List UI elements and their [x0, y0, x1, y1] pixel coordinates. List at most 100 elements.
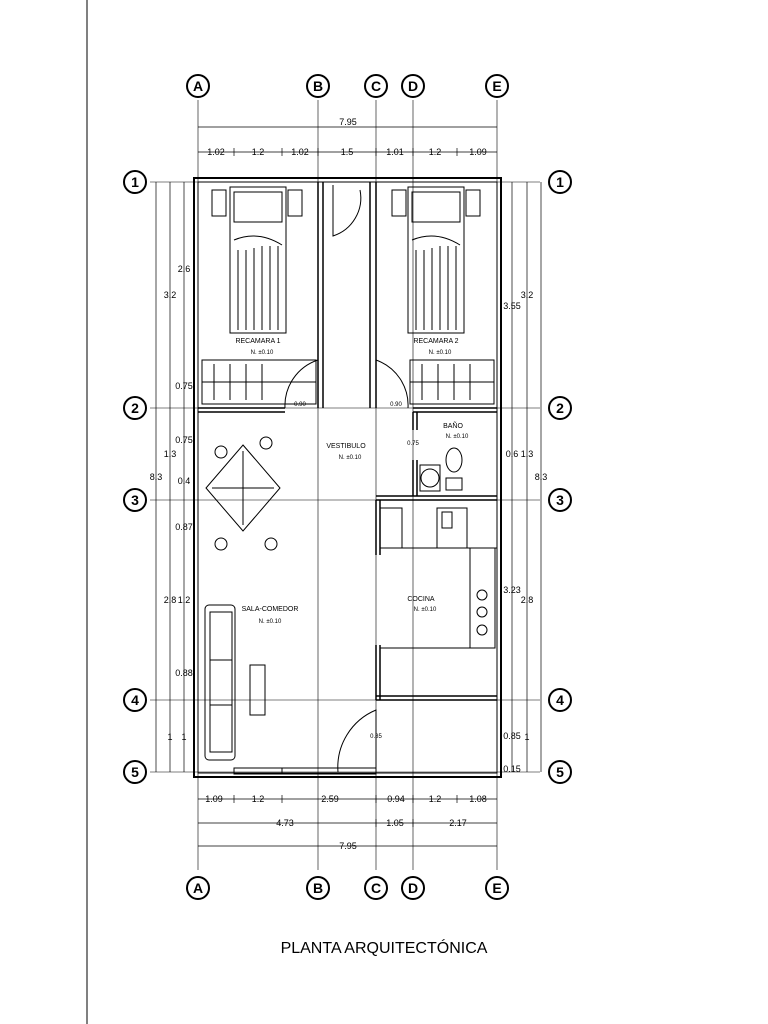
- room-label-vestibulo: VESTIBULO: [326, 443, 366, 450]
- door-label: 0.75: [407, 441, 419, 447]
- level-recamara-1: N. ±0.10: [251, 350, 274, 356]
- axis-label: 5: [556, 764, 564, 780]
- room-label-cocina: COCINA: [407, 596, 435, 603]
- axis-bubbles-bottom: A B C D E: [186, 876, 509, 900]
- dimension-lines-top: [198, 126, 497, 156]
- dim-top-seg: 1.02: [291, 147, 309, 157]
- axis-label: 5: [131, 764, 139, 780]
- dim-top-seg: 1.5: [341, 147, 354, 157]
- door-label: 0.90: [294, 402, 306, 408]
- bathroom-fixtures: [419, 447, 463, 492]
- dim-right-inner: 0.85: [503, 731, 521, 741]
- dim-bottom-seg: 1.09: [205, 794, 223, 804]
- axis-label: C: [371, 78, 381, 94]
- dim-top-seg: 1.01: [386, 147, 404, 157]
- axis-bubble-c-bottom: C: [364, 876, 388, 900]
- dim-bottom-seg: 1.08: [469, 794, 487, 804]
- room-label-bano: BAÑO: [443, 421, 463, 430]
- dim-left-inner: 0.87: [175, 522, 193, 532]
- dim-bottom-seg: 2.59: [321, 794, 339, 804]
- dim-left-inner: 0.75: [175, 381, 193, 391]
- axis-bubble-e-top: E: [485, 74, 509, 98]
- doors: [284, 185, 409, 773]
- axis-bubble-3-left: 3: [123, 488, 147, 512]
- door-entrance: [337, 709, 377, 773]
- axis-bubbles-top: A B C D E: [186, 74, 509, 98]
- axis-bubble-c-top: C: [364, 74, 388, 98]
- dim-left-inner: 0.88: [175, 668, 193, 678]
- level-vestibulo: N. ±0.10: [339, 455, 362, 461]
- level-sala-comedor: N. ±0.10: [259, 619, 282, 625]
- level-recamara-2: N. ±0.10: [429, 350, 452, 356]
- dimension-lines-right: [511, 182, 542, 772]
- dim-right-mid: 1.3: [521, 449, 534, 459]
- door-entry-top: [332, 185, 362, 237]
- axis-label: E: [492, 78, 501, 94]
- dim-top-seg: 1.02: [207, 147, 225, 157]
- dim-top-total: 7.95: [339, 117, 357, 127]
- dim-left-inner: 0.4: [178, 476, 191, 486]
- axis-bubble-e-bottom: E: [485, 876, 509, 900]
- axis-bubble-1-left: 1: [123, 170, 147, 194]
- dining-table: [205, 436, 281, 551]
- dim-right-inner: 3.23: [503, 585, 521, 595]
- axis-label: C: [371, 880, 381, 896]
- dim-bottom-sub: 2.17: [449, 818, 467, 828]
- dim-left-outer: 8.3: [150, 472, 163, 482]
- dim-left-mid: 1: [167, 732, 172, 742]
- axis-label: 2: [556, 400, 564, 416]
- axis-label: 3: [556, 492, 564, 508]
- dim-bottom-seg: 0.94: [387, 794, 405, 804]
- axis-label: 2: [131, 400, 139, 416]
- axis-bubble-b-top: B: [306, 74, 330, 98]
- dim-left-inner: 2.6: [178, 264, 191, 274]
- axis-label: 1: [556, 174, 564, 190]
- closet-recamara-2: [409, 359, 495, 405]
- dim-top-seg: 1.2: [429, 147, 442, 157]
- dim-bottom-total: 7.95: [339, 841, 357, 851]
- dimension-lines-bottom: [198, 795, 497, 847]
- dim-bottom-seg: 1.2: [252, 794, 265, 804]
- axis-label: 3: [131, 492, 139, 508]
- windows: [233, 767, 377, 775]
- axis-label: 1: [131, 174, 139, 190]
- axis-bubble-1-right: 1: [548, 170, 572, 194]
- axis-bubble-4-left: 4: [123, 688, 147, 712]
- bed-recamara-2: [391, 186, 481, 334]
- dim-bottom-seg: 1.2: [429, 794, 442, 804]
- dim-top-seg: 1.2: [252, 147, 265, 157]
- door-recamara-2: [375, 359, 409, 409]
- axis-bubbles-right: 1 2 3 4 5: [548, 170, 572, 784]
- bed-recamara-1: [211, 186, 303, 334]
- room-label-sala-comedor: SALA-COMEDOR: [242, 606, 299, 613]
- axis-label: E: [492, 880, 501, 896]
- dim-bottom-sub: 4.73: [276, 818, 294, 828]
- axis-bubble-b-bottom: B: [306, 876, 330, 900]
- dim-right-mid: 3.2: [521, 290, 534, 300]
- axis-bubble-a-top: A: [186, 74, 210, 98]
- level-bano: N. ±0.10: [446, 434, 469, 440]
- axis-bubble-d-bottom: D: [401, 876, 425, 900]
- dim-left-mid: 3.2: [164, 290, 177, 300]
- axis-bubbles-left: 1 2 3 4 5: [123, 170, 147, 784]
- dim-bottom-sub: 1.05: [386, 818, 404, 828]
- dim-right-inner: 0.15: [503, 764, 521, 774]
- sofa: [204, 604, 266, 761]
- exterior-walls: [193, 177, 502, 778]
- dim-right-mid: 2.8: [521, 595, 534, 605]
- dimension-lines-left: [155, 182, 185, 772]
- axis-label: A: [193, 880, 203, 896]
- axis-bubble-5-right: 5: [548, 760, 572, 784]
- dim-top-seg: 1.09: [469, 147, 487, 157]
- dim-right-outer: 8.3: [535, 472, 548, 482]
- axis-label: 4: [131, 692, 139, 708]
- axis-label: B: [313, 78, 323, 94]
- dim-left-inner: 1: [181, 732, 186, 742]
- dim-left-inner: 0.75: [175, 435, 193, 445]
- axis-bubble-2-left: 2: [123, 396, 147, 420]
- dim-left-inner: 1.2: [178, 595, 191, 605]
- axis-bubble-3-right: 3: [548, 488, 572, 512]
- door-label: 0.85: [370, 734, 382, 740]
- door-label: 0.90: [390, 402, 402, 408]
